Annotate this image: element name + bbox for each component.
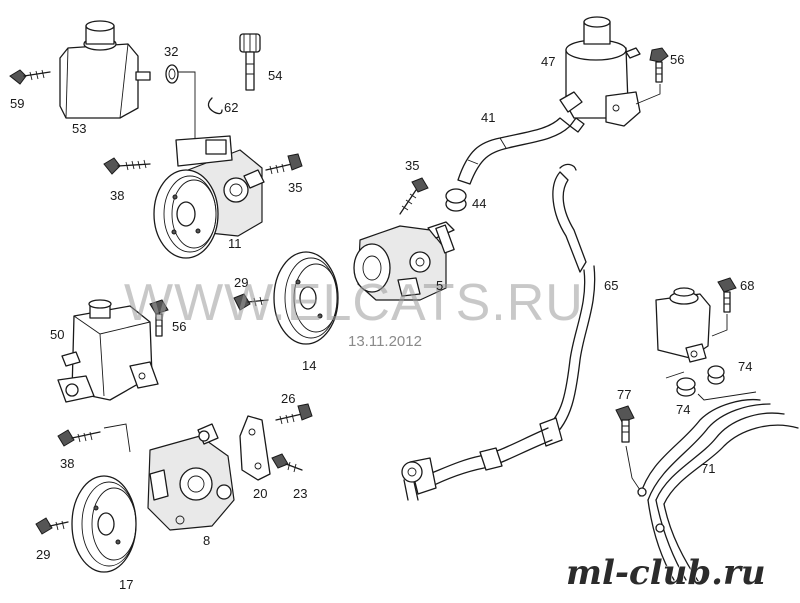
label-74-upper: 74 [738,359,752,374]
label-44: 44 [472,196,486,211]
label-68: 68 [740,278,754,293]
watermark-date: 13.11.2012 [348,333,422,350]
pump-11 [153,135,265,259]
pulley-14 [273,251,339,345]
label-56-middle: 56 [172,319,186,334]
label-35-left: 35 [288,180,302,195]
pump-8 [147,423,235,531]
bolt-35-centre [399,177,429,215]
label-5: 5 [436,278,443,293]
hose-71 [637,398,799,585]
label-17: 17 [119,577,133,592]
label-50: 50 [50,327,64,342]
cap-54 [239,33,261,91]
reservoir-53 [59,20,151,119]
clip-62 [207,97,223,115]
label-74-lower: 74 [676,402,690,417]
clamp-74-upper [707,365,725,385]
bracket-20 [239,415,271,481]
bolt-23 [271,453,303,473]
label-26: 26 [281,391,295,406]
label-35-centre: 35 [405,158,419,173]
label-14: 14 [302,358,316,373]
clamp-74-lower [676,377,696,397]
pump-5 [353,221,455,301]
bolt-35-left [265,153,303,175]
watermark-text: WWW.ELCATS.RU [124,274,584,332]
label-8: 8 [203,533,210,548]
label-29-middle: 29 [234,275,248,290]
bolt-59 [9,69,51,85]
label-38-lower: 38 [60,456,74,471]
hose-65 [401,163,596,501]
reservoir-47 [559,16,641,133]
bolt-56-middle [149,299,169,337]
pulley-17 [71,475,137,573]
reservoir-68 [655,287,711,363]
label-59: 59 [10,96,24,111]
bolt-38-upper [103,157,151,175]
label-53: 53 [72,121,86,136]
bolt-56-top [635,47,669,105]
label-38-upper: 38 [110,188,124,203]
label-29-lower: 29 [36,547,50,562]
reservoir-50 [57,299,159,403]
label-20: 20 [253,486,267,501]
label-23: 23 [293,486,307,501]
hose-41 [457,117,571,185]
label-77: 77 [617,387,631,402]
site-logo: ml-club.ru [566,553,766,593]
bolt-38-lower [57,423,131,453]
label-32: 32 [164,44,178,59]
bolt-26 [275,403,313,425]
bolt-29-middle [233,293,269,311]
label-47: 47 [541,54,555,69]
label-62: 62 [224,100,238,115]
label-65: 65 [604,278,618,293]
clamp-44 [445,188,467,212]
label-71: 71 [701,461,715,476]
label-41: 41 [481,110,495,125]
part-labels: 59 53 32 54 62 38 35 11 47 56 41 35 44 5… [10,44,754,592]
label-54: 54 [268,68,282,83]
ring-32 [165,64,179,84]
bolt-77 [615,405,641,491]
label-11: 11 [228,236,242,251]
bolt-29-lower [35,517,69,535]
bolt-68 [711,277,737,337]
label-56-top: 56 [670,52,684,67]
